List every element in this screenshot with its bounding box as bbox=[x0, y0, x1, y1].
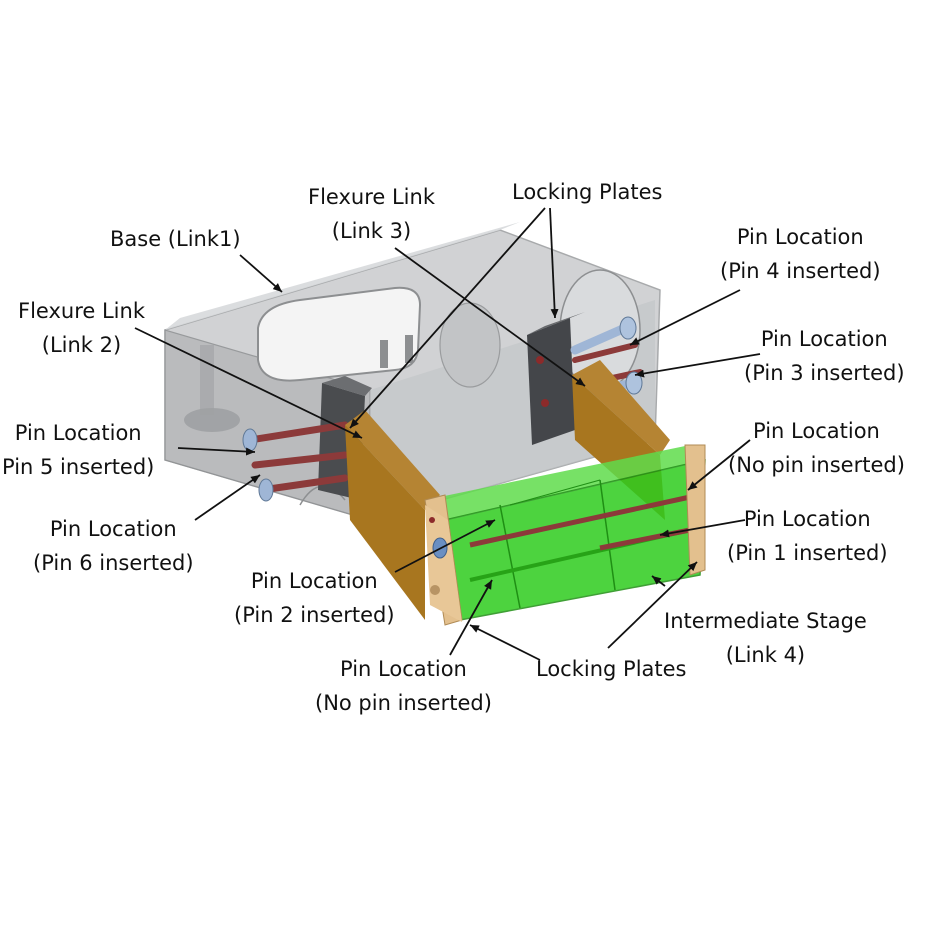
label-locking-plates-top: Locking Plates bbox=[512, 180, 663, 204]
label-pin-2: Pin Location (Pin 2 inserted) bbox=[234, 569, 395, 627]
flexure-link-2 bbox=[345, 410, 440, 620]
label-no-pin-bottom: Pin Location (No pin inserted) bbox=[315, 657, 492, 715]
leader-lines bbox=[134, 207, 761, 661]
label-no-pin-right: Pin Location (No pin inserted) bbox=[728, 419, 905, 477]
label-pin-1: Pin Location (Pin 1 inserted) bbox=[727, 507, 888, 565]
intermediate-stage-link-4 bbox=[425, 445, 706, 621]
locking-plate-right bbox=[527, 312, 585, 445]
label-intermediate-stage: Intermediate Stage (Link 4) bbox=[664, 609, 867, 667]
label-flexure-link-2: Flexure Link (Link 2) bbox=[18, 299, 145, 357]
pins-left bbox=[242, 421, 349, 502]
label-pin-5: Pin Location Pin 5 inserted) bbox=[2, 421, 155, 479]
label-pin-3: Pin Location (Pin 3 inserted) bbox=[744, 327, 905, 385]
label-pin-6: Pin Location (Pin 6 inserted) bbox=[33, 517, 194, 575]
label-base: Base (Link1) bbox=[110, 227, 241, 251]
label-locking-plates-bottom: Locking Plates bbox=[536, 657, 687, 681]
label-flexure-link-3: Flexure Link (Link 3) bbox=[308, 185, 435, 243]
label-pin-4: Pin Location (Pin 4 inserted) bbox=[720, 225, 881, 283]
